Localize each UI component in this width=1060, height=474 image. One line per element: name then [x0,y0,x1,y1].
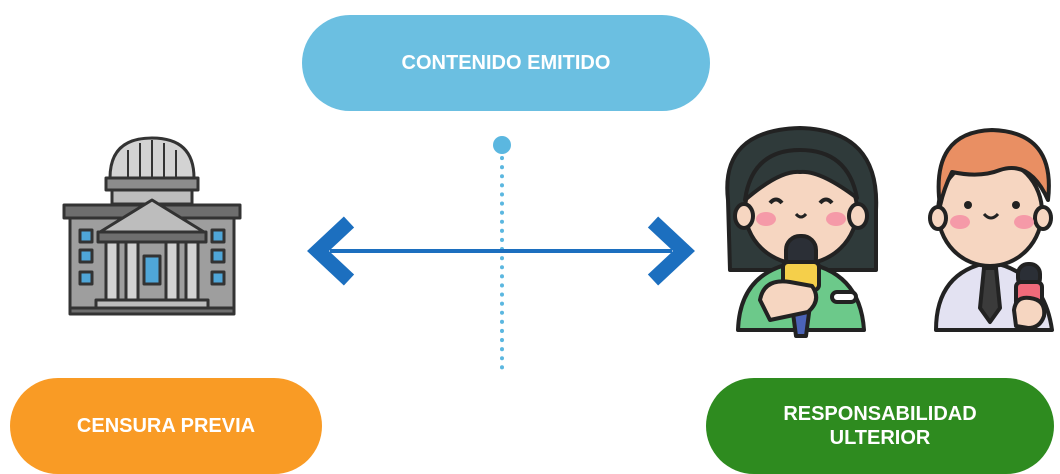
reporter-man-with-microphone-icon [928,128,1054,332]
government-building-icon [62,136,242,316]
reporter-woman-with-microphone-icon [725,126,879,338]
censura-previa-text: CENSURA PREVIA [76,414,256,437]
dotted-axis-line [493,136,511,370]
contenido-emitido-text: CONTENIDO EMITIDO [401,51,611,74]
double-headed-arrow-icon [307,216,695,286]
responsabilidad-ulterior-text: RESPONSABILIDAD ULTERIOR [783,403,977,449]
responsabilidad-ulterior-label: RESPONSABILIDAD ULTERIOR [706,378,1054,474]
contenido-emitido-label: CONTENIDO EMITIDO [302,15,710,111]
censura-previa-label: CENSURA PREVIA [10,378,322,474]
